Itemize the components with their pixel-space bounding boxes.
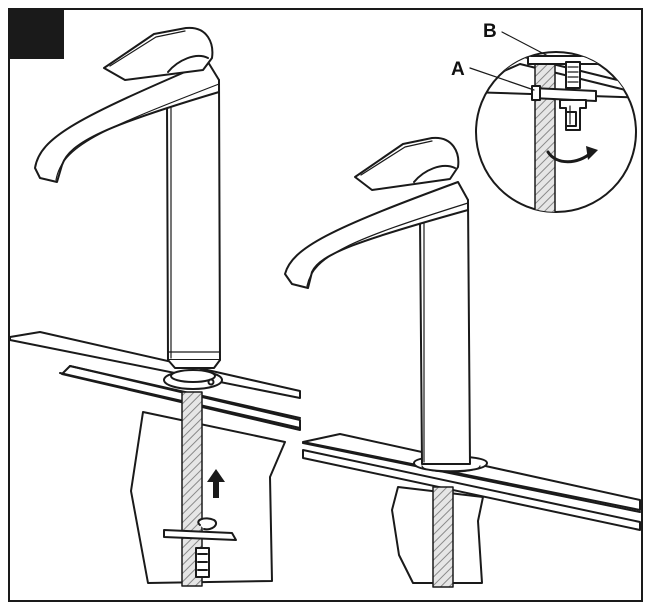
detail-inset	[469, 31, 637, 213]
right-faucet-body	[419, 199, 471, 465]
right-countertop	[302, 433, 641, 511]
left-lower-clamp	[163, 517, 237, 578]
left-scene	[9, 26, 301, 587]
left-cutaway	[130, 411, 286, 584]
up-arrow-icon	[207, 469, 225, 498]
step-badge	[9, 9, 64, 59]
detail-rod	[534, 59, 556, 212]
right-faucet-lever	[354, 136, 460, 191]
leader-line-b	[501, 31, 549, 57]
right-faucet-spout	[284, 181, 469, 289]
left-countertop	[9, 331, 301, 399]
left-faucet-lever	[103, 26, 214, 81]
left-faucet-spout	[34, 61, 220, 183]
left-faucet-body	[166, 79, 221, 361]
right-scene	[284, 136, 641, 588]
callout-label-a: A	[451, 59, 465, 80]
leader-line-a	[469, 67, 535, 91]
callout-label-b: B	[483, 21, 497, 42]
right-threaded-rod	[432, 486, 454, 588]
curved-rotate-arrow-icon	[546, 146, 598, 164]
